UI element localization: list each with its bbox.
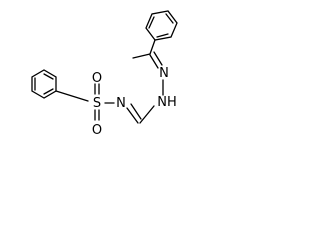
- bond-methine-amine: [139, 105, 155, 124]
- atom-label-sulfonyl-nitrogen: N: [116, 96, 126, 111]
- bond-sulfur-oxygen-top: [94, 83, 100, 95]
- atom-label-oxygen-top: O: [92, 71, 102, 86]
- bond-carbon-methyl: [132, 53, 151, 59]
- bond-nitrogen-methine: [126, 103, 142, 124]
- atom-label-amine-nitrogen: NH: [157, 95, 177, 110]
- atom-label-oxygen-bottom: O: [92, 123, 102, 138]
- bond-sulfur-oxygen-bottom: [94, 109, 100, 121]
- atom-label-sulfur: S: [93, 96, 101, 111]
- structure-canvas: S O O N N NH: [0, 0, 215, 148]
- bond-carbon-phenyl: [149, 39, 156, 55]
- atom-label-imine-nitrogen: N: [159, 66, 169, 81]
- left-phenyl-ring: [31, 69, 57, 99]
- bond-imine-carbon: [149, 51, 163, 69]
- right-phenyl-ring: [145, 10, 178, 41]
- bond-phenyl-sulfur: [55, 90, 89, 102]
- molecule-structure: S O O N N NH: [31, 10, 178, 138]
